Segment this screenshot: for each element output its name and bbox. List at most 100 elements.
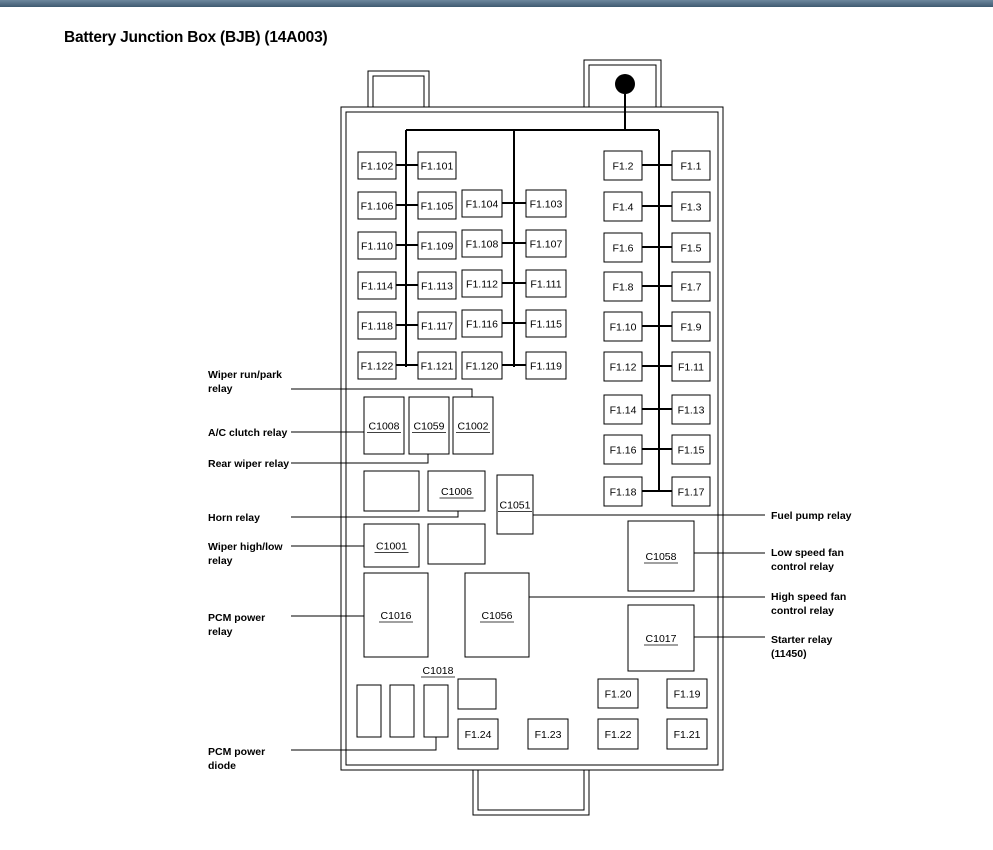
fuse-f1-6-box (603, 232, 643, 263)
fuse-f1-117-label: F1.117 (421, 321, 453, 333)
relay-c1002-box (452, 396, 494, 455)
fuse-f1-111-label: F1.111 (530, 279, 561, 291)
relay-blank-2 (427, 523, 486, 565)
fuse-f1-122: F1.122 (357, 351, 397, 380)
fuse-f1-116-box (461, 309, 503, 338)
relay-c1008: C1008 (363, 396, 405, 455)
relay-c1051-label: C1051 (500, 500, 531, 512)
fuse-f1-15-box (671, 434, 711, 465)
fuse-f1-12: F1.12 (603, 351, 643, 382)
fuse-f1-21-label: F1.21 (674, 729, 701, 741)
fuse-f1-2: F1.2 (603, 150, 643, 181)
fuse-f1-10: F1.10 (603, 311, 643, 342)
leader-horn (291, 511, 459, 518)
fuse-f1-2-box (603, 150, 643, 181)
relay-blank-2-box (427, 523, 486, 565)
fuse-f1-118-box (357, 311, 397, 340)
fuse-f1-3: F1.3 (671, 191, 711, 222)
fuse-f1-105-label: F1.105 (421, 201, 454, 213)
fuse-f1-10-box (603, 311, 643, 342)
relay-blank-1 (363, 470, 420, 512)
fuse-f1-24-label: F1.24 (465, 729, 492, 741)
fuse-f1-14-box (603, 394, 643, 425)
fuse-f1-9-box (671, 311, 711, 342)
top-border-bar (0, 0, 993, 7)
relay-c1006-box (427, 470, 486, 512)
fuse-f1-13-label: F1.13 (678, 405, 705, 417)
diode-slot-3 (423, 684, 449, 738)
relay-blank-1-box (363, 470, 420, 512)
fuse-f1-21: F1.21 (666, 718, 708, 750)
fuse-f1-122-box (357, 351, 397, 380)
fuse-f1-120-box (461, 351, 503, 380)
fuse-f1-110-box (357, 231, 397, 260)
fuse-f1-5: F1.5 (671, 232, 711, 263)
fuse-f1-122-label: F1.122 (361, 361, 394, 373)
relay-c1008-label: C1008 (369, 421, 400, 433)
fuse-f1-15: F1.15 (671, 434, 711, 465)
fuse-f1-118: F1.118 (357, 311, 397, 340)
callout-rear-wiper-relay: Rear wiper relay (208, 458, 290, 470)
fuse-f1-14-label: F1.14 (610, 405, 637, 417)
fuse-f1-11-label: F1.11 (678, 362, 704, 374)
fuse-f1-1: F1.1 (671, 150, 711, 181)
fuse-f1-10-label: F1.10 (610, 322, 637, 334)
fuse-f1-111-box (525, 269, 567, 298)
fuse-f1-18: F1.18 (603, 476, 643, 507)
relay-c1002: C1002 (452, 396, 494, 455)
fuse-f1-23-label: F1.23 (535, 729, 562, 741)
fuse-f1-107: F1.107 (525, 229, 567, 258)
callout-high-speed-fan-relay: High speed fan control relay (771, 591, 847, 617)
fuse-f1-112-label: F1.112 (466, 279, 498, 291)
fuse-f1-16-label: F1.16 (610, 445, 637, 457)
diode-slot-2-box (389, 684, 415, 738)
fuse-f1-22-label: F1.22 (605, 729, 632, 741)
relay-c1001: C1001 (363, 523, 420, 568)
fuse-f1-106: F1.106 (357, 191, 397, 220)
relay-c1006: C1006 (427, 470, 486, 512)
fuse-f1-108: F1.108 (461, 229, 503, 258)
outer-housing (340, 106, 724, 771)
relay-c1051: C1051 (496, 474, 534, 535)
fuse-f1-1-box (671, 150, 711, 181)
fuse-f1-19: F1.19 (666, 678, 708, 709)
fuse-f1-3-label: F1.3 (680, 202, 701, 214)
fuse-f1-117: F1.117 (417, 311, 457, 340)
diode-slot-1 (356, 684, 382, 738)
fuse-f1-8-label: F1.8 (612, 282, 633, 294)
fuse-f1-8-box (603, 271, 643, 302)
fuse-f1-103-box (525, 189, 567, 218)
fuse-f1-109-box (417, 231, 457, 260)
relay-c1051-box (496, 474, 534, 535)
fuse-f1-110: F1.110 (357, 231, 397, 260)
fuse-f1-111: F1.111 (525, 269, 567, 298)
fuse-f1-107-box (525, 229, 567, 258)
fuse-f1-112: F1.112 (461, 269, 503, 298)
top-right-tab (583, 59, 662, 107)
callout-wiper-high-low-relay: Wiper high/low relay (208, 541, 283, 567)
fuse-f1-9-label: F1.9 (680, 322, 701, 334)
fuse-f1-101-box (417, 151, 457, 180)
fuse-f1-6: F1.6 (603, 232, 643, 263)
callout-horn-relay: Horn relay (208, 512, 260, 524)
fuse-f1-12-label: F1.12 (610, 362, 637, 374)
fuse-f1-6-label: F1.6 (612, 243, 633, 255)
fuse-f1-116: F1.116 (461, 309, 503, 338)
fuse-f1-106-box (357, 191, 397, 220)
fuse-f1-13-box (671, 394, 711, 425)
fuse-f1-118-label: F1.118 (361, 321, 393, 333)
leader-lines (291, 388, 765, 751)
fuse-f1-102-label: F1.102 (361, 161, 394, 173)
fuse-f1-11-box (671, 351, 711, 382)
fuse-f1-20: F1.20 (597, 678, 639, 709)
relay-c1018-label: C1018 (423, 665, 454, 677)
fuse-f1-117-box (417, 311, 457, 340)
fuse-f1-19-box (666, 678, 708, 709)
fuse-f1-114-label: F1.114 (361, 281, 393, 293)
fuse-f1-4: F1.4 (603, 191, 643, 222)
fuse-f1-7-box (671, 271, 711, 302)
fuse-f1-7: F1.7 (671, 271, 711, 302)
fuse-f1-9: F1.9 (671, 311, 711, 342)
fuse-f1-16: F1.16 (603, 434, 643, 465)
relay-c1056: C1056 (464, 572, 530, 658)
